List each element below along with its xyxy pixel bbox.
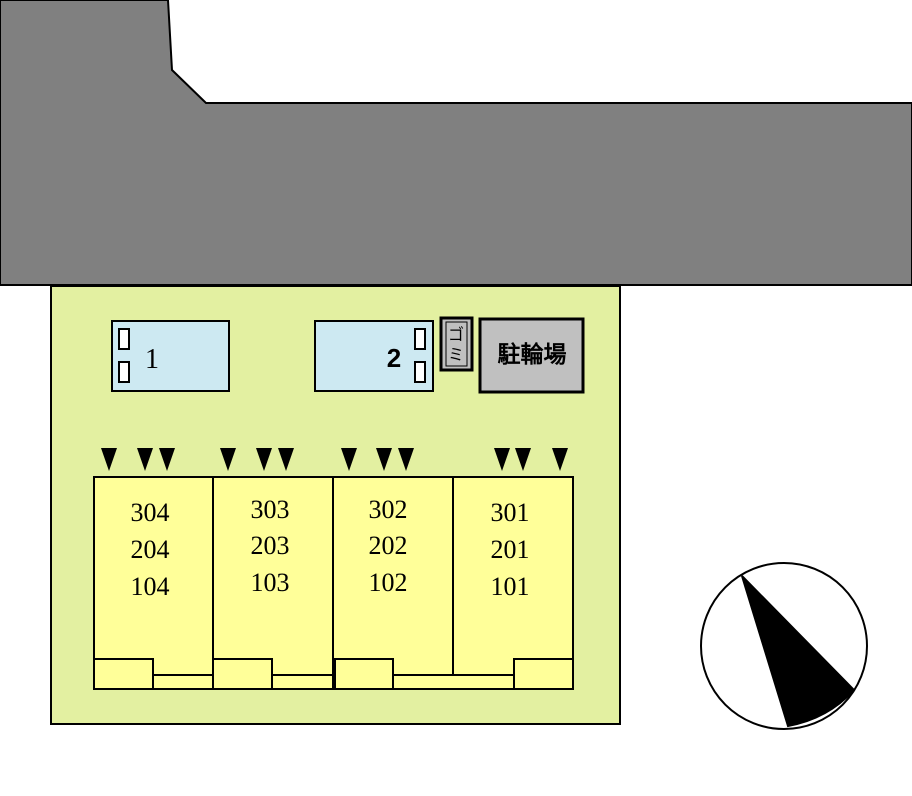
entrance-markers — [101, 448, 568, 471]
down-triangle-icon — [398, 448, 414, 471]
room-number: 301 — [491, 498, 530, 527]
porch — [513, 658, 574, 690]
room-number: 303 — [251, 495, 290, 524]
down-triangle-icon — [494, 448, 510, 471]
road — [0, 0, 912, 286]
porch — [93, 658, 154, 690]
building: 304 204 104 303 203 103 302 202 102 301 … — [93, 476, 574, 690]
parking-label: 2 — [387, 343, 401, 373]
car-icon — [118, 328, 130, 350]
room-number: 202 — [369, 531, 408, 560]
unit-column-3: 302 202 102 — [332, 476, 454, 690]
porch — [212, 658, 273, 690]
down-triangle-icon — [159, 448, 175, 471]
north-arrow-icon — [700, 562, 868, 730]
unit-column-2: 303 203 103 — [212, 476, 334, 690]
bicycle-parking-label: 駐輪場 — [498, 341, 567, 367]
car-icon — [118, 361, 130, 383]
down-triangle-icon — [101, 448, 117, 471]
down-triangle-icon — [256, 448, 272, 471]
parking-space-1: 1 — [111, 320, 230, 392]
room-number: 201 — [491, 535, 530, 564]
room-number: 302 — [369, 495, 408, 524]
trash-area: ゴ ミ — [439, 316, 474, 372]
porch — [334, 658, 394, 690]
down-triangle-icon — [376, 448, 392, 471]
bicycle-parking: 駐輪場 — [478, 317, 585, 394]
unit-column-4: 301 201 101 — [452, 476, 574, 690]
room-number: 304 — [131, 498, 170, 527]
room-number: 203 — [251, 531, 290, 560]
down-triangle-icon — [341, 448, 357, 471]
room-number: 204 — [131, 535, 170, 564]
room-number: 103 — [251, 568, 290, 597]
trash-label: ミ — [448, 347, 464, 364]
down-triangle-icon — [552, 448, 568, 471]
trash-label: ゴ — [448, 325, 464, 344]
down-triangle-icon — [515, 448, 531, 471]
car-icon — [414, 328, 426, 350]
parking-label: 1 — [145, 344, 159, 375]
room-number: 102 — [369, 568, 408, 597]
room-number: 104 — [131, 572, 170, 601]
parking-space-2: 2 — [314, 320, 434, 392]
car-icon — [414, 361, 426, 383]
down-triangle-icon — [220, 448, 236, 471]
down-triangle-icon — [278, 448, 294, 471]
room-number: 101 — [491, 572, 530, 601]
unit-column-1: 304 204 104 — [93, 476, 214, 690]
down-triangle-icon — [137, 448, 153, 471]
